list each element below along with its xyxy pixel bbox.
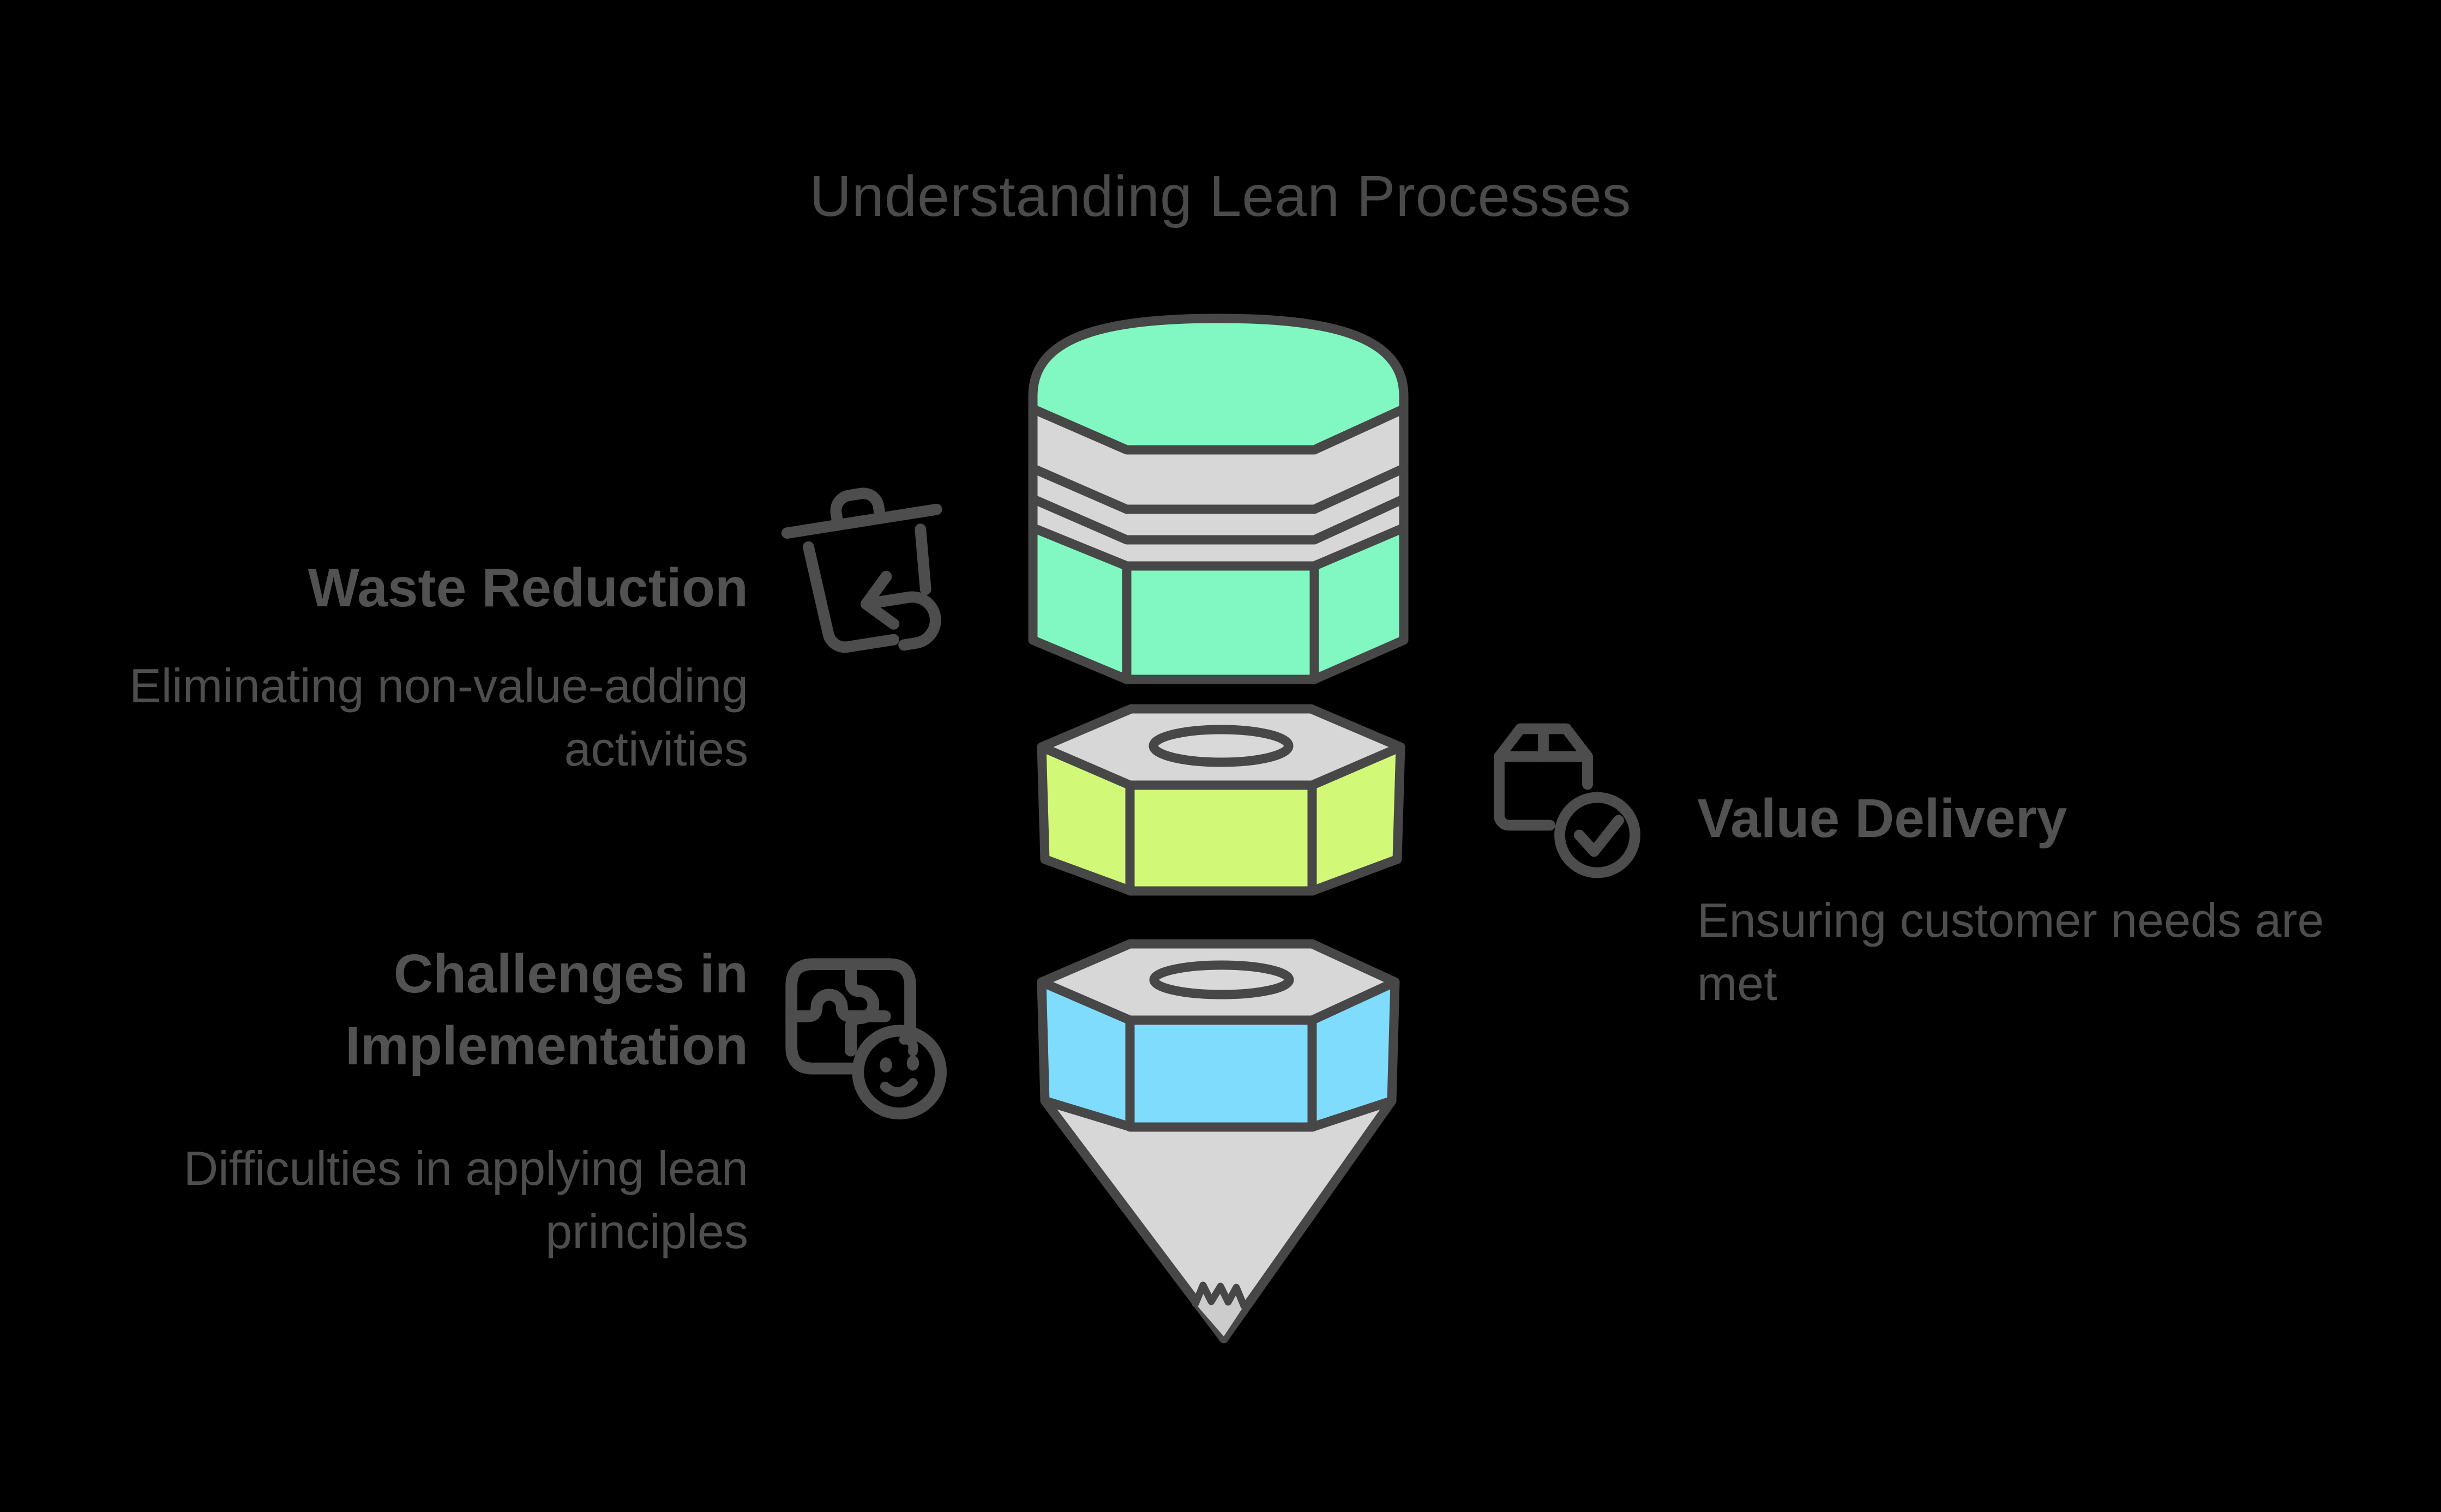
- trash-body-left: [803, 541, 899, 653]
- trash-arrow-tail: [860, 591, 941, 651]
- check-mark: [1574, 815, 1624, 857]
- package-body: [1494, 751, 1555, 831]
- middle-nut-front-face: [1125, 780, 1317, 896]
- lower-nut-front-face: [1125, 1015, 1317, 1132]
- puzzle-horizontal-divider: [785, 989, 891, 1022]
- trash-restore-icon: [781, 487, 942, 653]
- section-description-challenges: Difficulties in applying lean principles: [183, 1141, 748, 1259]
- middle-nut-hole: [1149, 725, 1294, 767]
- smiley-right-eye: [906, 1055, 919, 1071]
- ferrule-stripe: [1028, 494, 1409, 545]
- smiley-left-eye: [880, 1057, 892, 1073]
- puzzle-outline-right: [845, 958, 916, 1035]
- trash-body-right: [915, 523, 931, 595]
- trash-lid: [781, 503, 942, 539]
- trash-handle: [830, 487, 886, 527]
- eraser-cap-shape: [1028, 314, 1409, 455]
- section-description-value-delivery: Ensuring customer needs are met: [1697, 893, 2324, 1011]
- check-circle: [1554, 792, 1640, 878]
- pencil-middle-nut-segment: [1037, 704, 1405, 896]
- tip-break-line: [1192, 1281, 1248, 1310]
- smiley-smile: [880, 1078, 918, 1097]
- ferrule-stripe: [1028, 463, 1409, 514]
- smiley-hair-curl: [899, 1034, 918, 1057]
- section-description-waste-reduction: Eliminating non-value-adding activities: [129, 659, 748, 776]
- section-heading-waste-reduction: Waste Reduction: [308, 557, 748, 618]
- smiley-face: [852, 1025, 947, 1120]
- package-lid: [1494, 723, 1593, 762]
- pencil-eraser-segment: [1028, 314, 1409, 684]
- lower-nut-hole: [1149, 960, 1294, 999]
- puzzle-smiley-icon: [785, 958, 947, 1120]
- section-heading-value-delivery: Value Delivery: [1697, 788, 2067, 849]
- section-heading-challenges: Challenges in Implementation: [345, 943, 748, 1076]
- page-title: Understanding Lean Processes: [809, 164, 1632, 228]
- package-check-icon: [1494, 723, 1640, 878]
- pencil-tip-segment: [1037, 939, 1400, 1344]
- upper-body-bevel-edges: [1122, 561, 1319, 684]
